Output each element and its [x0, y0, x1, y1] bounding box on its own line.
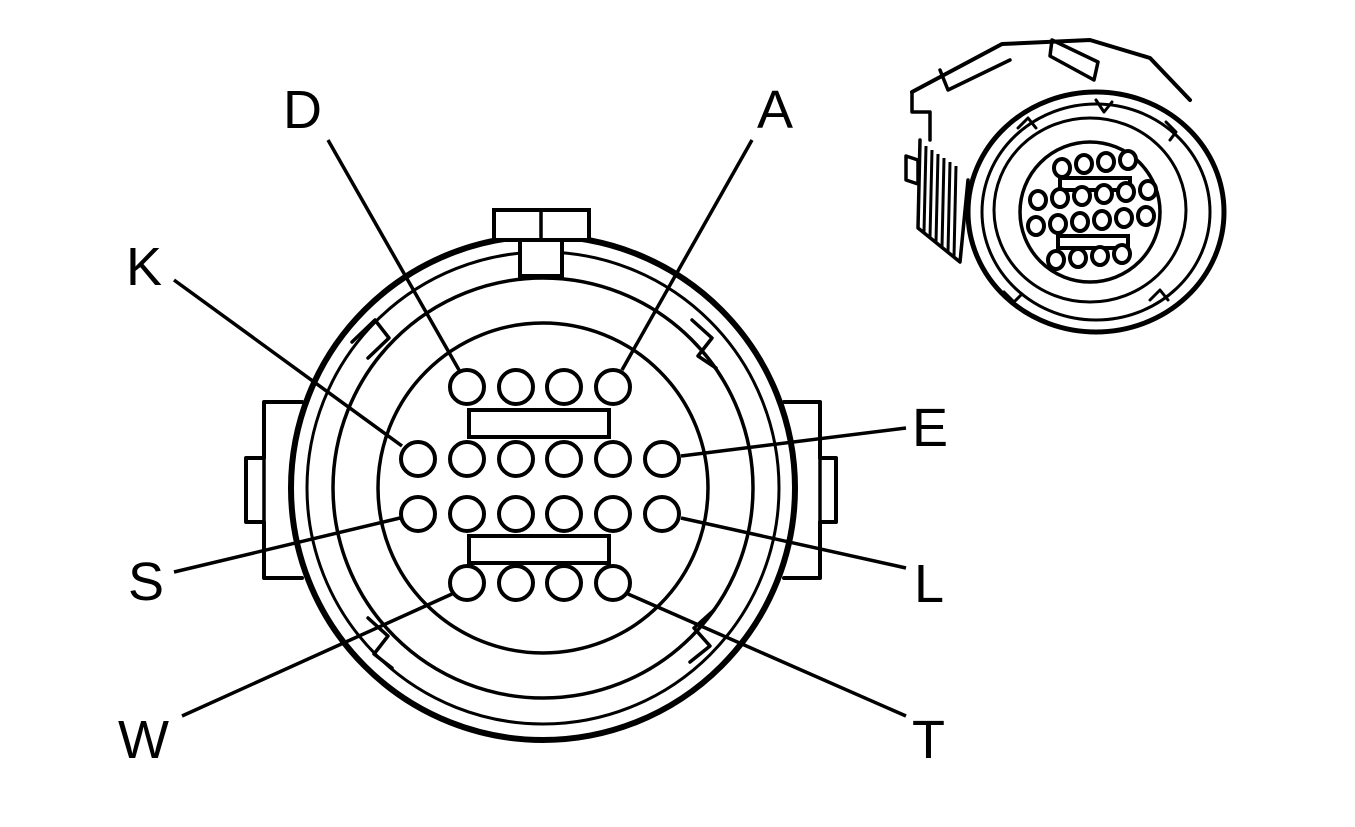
- label-w: W: [118, 710, 169, 770]
- pin-cavity: [545, 564, 583, 602]
- pin-cavity: [448, 440, 486, 478]
- pin-cavity: [594, 495, 632, 533]
- left-latch: [244, 400, 304, 580]
- label-a: A: [757, 80, 793, 140]
- pin-cavity: [497, 495, 535, 533]
- label-t: T: [912, 710, 945, 770]
- pin-cavity-e: [643, 440, 681, 478]
- pin-cavity-t: [594, 564, 632, 602]
- grip-ribs: [922, 145, 958, 258]
- label-s: S: [128, 552, 164, 612]
- connector-body-ring: [331, 276, 755, 700]
- pin-cavity: [545, 368, 583, 406]
- connector-insert-ring: [376, 321, 710, 655]
- pin-cavity: [448, 495, 486, 533]
- label-d: D: [283, 80, 322, 140]
- pin-cavity: [594, 440, 632, 478]
- connector-outer-shell: [288, 233, 798, 743]
- right-latch: [782, 400, 838, 580]
- pin-cavity: [545, 440, 583, 478]
- pin-cavity-k: [399, 440, 437, 478]
- pin-cavity-d: [448, 368, 486, 406]
- pin-cavity-w: [448, 564, 486, 602]
- leader-a: [620, 139, 754, 371]
- pin-cavity: [497, 564, 535, 602]
- pin-cavity-l: [643, 495, 681, 533]
- pin-cavity-s: [399, 495, 437, 533]
- leader-k: [172, 278, 404, 448]
- label-k: K: [126, 237, 162, 297]
- leader-w: [181, 592, 453, 718]
- notch-upper-right: [690, 318, 718, 370]
- shorting-bar-lower: [467, 534, 611, 565]
- top-key-tab: [492, 208, 591, 278]
- notch-lower-right: [688, 608, 716, 664]
- pin-cavity: [497, 368, 535, 406]
- pin-cavity: [497, 440, 535, 478]
- connector-perspective-view: [904, 38, 1227, 335]
- mini-pins: [1026, 149, 1158, 271]
- pin-cavity: [545, 495, 583, 533]
- shorting-bar-upper: [467, 408, 611, 439]
- label-e: E: [912, 398, 948, 458]
- label-l: L: [914, 554, 944, 614]
- leader-d: [326, 139, 461, 371]
- leader-t: [627, 592, 907, 718]
- leader-l: [680, 516, 907, 570]
- connector-face-view: D A K E S L W T: [118, 80, 948, 770]
- leader-s: [173, 516, 401, 574]
- notch-upper-left: [350, 318, 391, 360]
- pin-cavity-a: [594, 368, 632, 406]
- leader-e: [680, 426, 907, 458]
